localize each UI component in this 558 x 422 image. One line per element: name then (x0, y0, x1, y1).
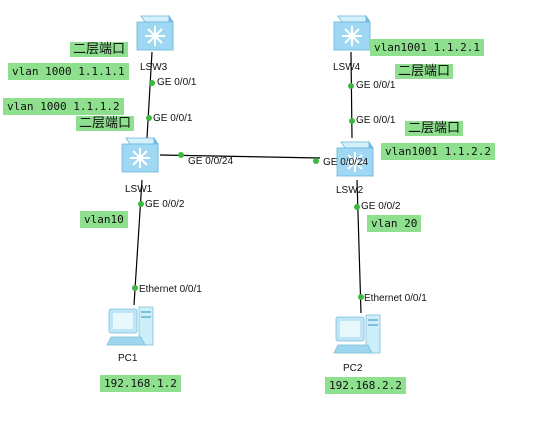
pc-icon-pc2[interactable] (332, 311, 386, 359)
note-lsw2-vlan20: vlan 20 (367, 215, 422, 232)
switch-icon-lsw3[interactable] (133, 12, 175, 54)
device-label-lsw2: LSW2 (336, 185, 364, 196)
note-lsw1-vlan: vlan 1000 1.1.1.2 (3, 98, 124, 115)
port-dot-lsw1-g0024 (178, 152, 184, 158)
port-label-lsw3-g001: GE 0/0/1 (157, 77, 197, 88)
note-pc2-ip: 192.168.2.2 (325, 377, 406, 394)
note-lsw2-layer2-port: 二层端口 (405, 121, 464, 136)
pc-icon-pc1[interactable] (105, 303, 159, 351)
note-lsw4-layer2-port: 二层端口 (395, 64, 454, 79)
port-dot-pc2-eth (358, 294, 364, 300)
note-lsw1-vlan10: vlan10 (80, 211, 128, 228)
port-dot-lsw2-g002 (354, 204, 360, 210)
device-label-lsw4: LSW4 (333, 62, 361, 73)
port-label-pc1-eth: Ethernet 0/0/1 (139, 284, 202, 295)
device-label-lsw3: LSW3 (140, 62, 168, 73)
port-dot-lsw1-g001 (146, 115, 152, 121)
port-dot-lsw1-g002 (138, 201, 144, 207)
port-label-lsw2-g0024: GE 0/0/24 (323, 157, 369, 168)
port-label-lsw1-g0024: GE 0/0/24 (188, 156, 234, 167)
device-label-pc1: PC1 (118, 353, 138, 364)
port-label-lsw1-g001: GE 0/0/1 (153, 113, 193, 124)
link-lsw3-lsw1 (146, 51, 153, 139)
link-lsw2-pc2 (356, 179, 362, 314)
note-lsw4-vlan: vlan1001 1.1.2.1 (370, 39, 484, 56)
switch-icon-lsw4[interactable] (330, 12, 372, 54)
device-label-pc2: PC2 (343, 363, 363, 374)
port-dot-pc1-eth (132, 285, 138, 291)
port-label-lsw4-g001: GE 0/0/1 (356, 80, 396, 91)
switch-icon-lsw1[interactable] (118, 134, 160, 176)
port-label-pc2-eth: Ethernet 0/0/1 (364, 293, 427, 304)
note-lsw3-layer2-port: 二层端口 (70, 42, 129, 57)
device-label-lsw1: LSW1 (125, 184, 153, 195)
note-lsw3-vlan: vlan 1000 1.1.1.1 (8, 63, 129, 80)
link-lsw1-pc1 (133, 179, 143, 306)
note-lsw2-vlan: vlan1001 1.1.2.2 (381, 143, 495, 160)
port-label-lsw2-g002: GE 0/0/2 (361, 201, 401, 212)
note-pc1-ip: 192.168.1.2 (100, 375, 181, 392)
note-lsw1-layer2-port: 二层端口 (76, 116, 135, 131)
port-dot-lsw3-g001 (149, 80, 155, 86)
port-label-lsw2-g001: GE 0/0/1 (356, 115, 396, 126)
port-label-lsw1-g002: GE 0/0/2 (145, 199, 185, 210)
switch-icon-lsw2[interactable] (333, 138, 375, 180)
link-lsw1-lsw2 (159, 154, 321, 159)
port-dot-lsw2-g001 (349, 118, 355, 124)
port-dot-lsw4-g001 (348, 83, 354, 89)
port-dot-lsw2-g0024 (313, 158, 319, 164)
